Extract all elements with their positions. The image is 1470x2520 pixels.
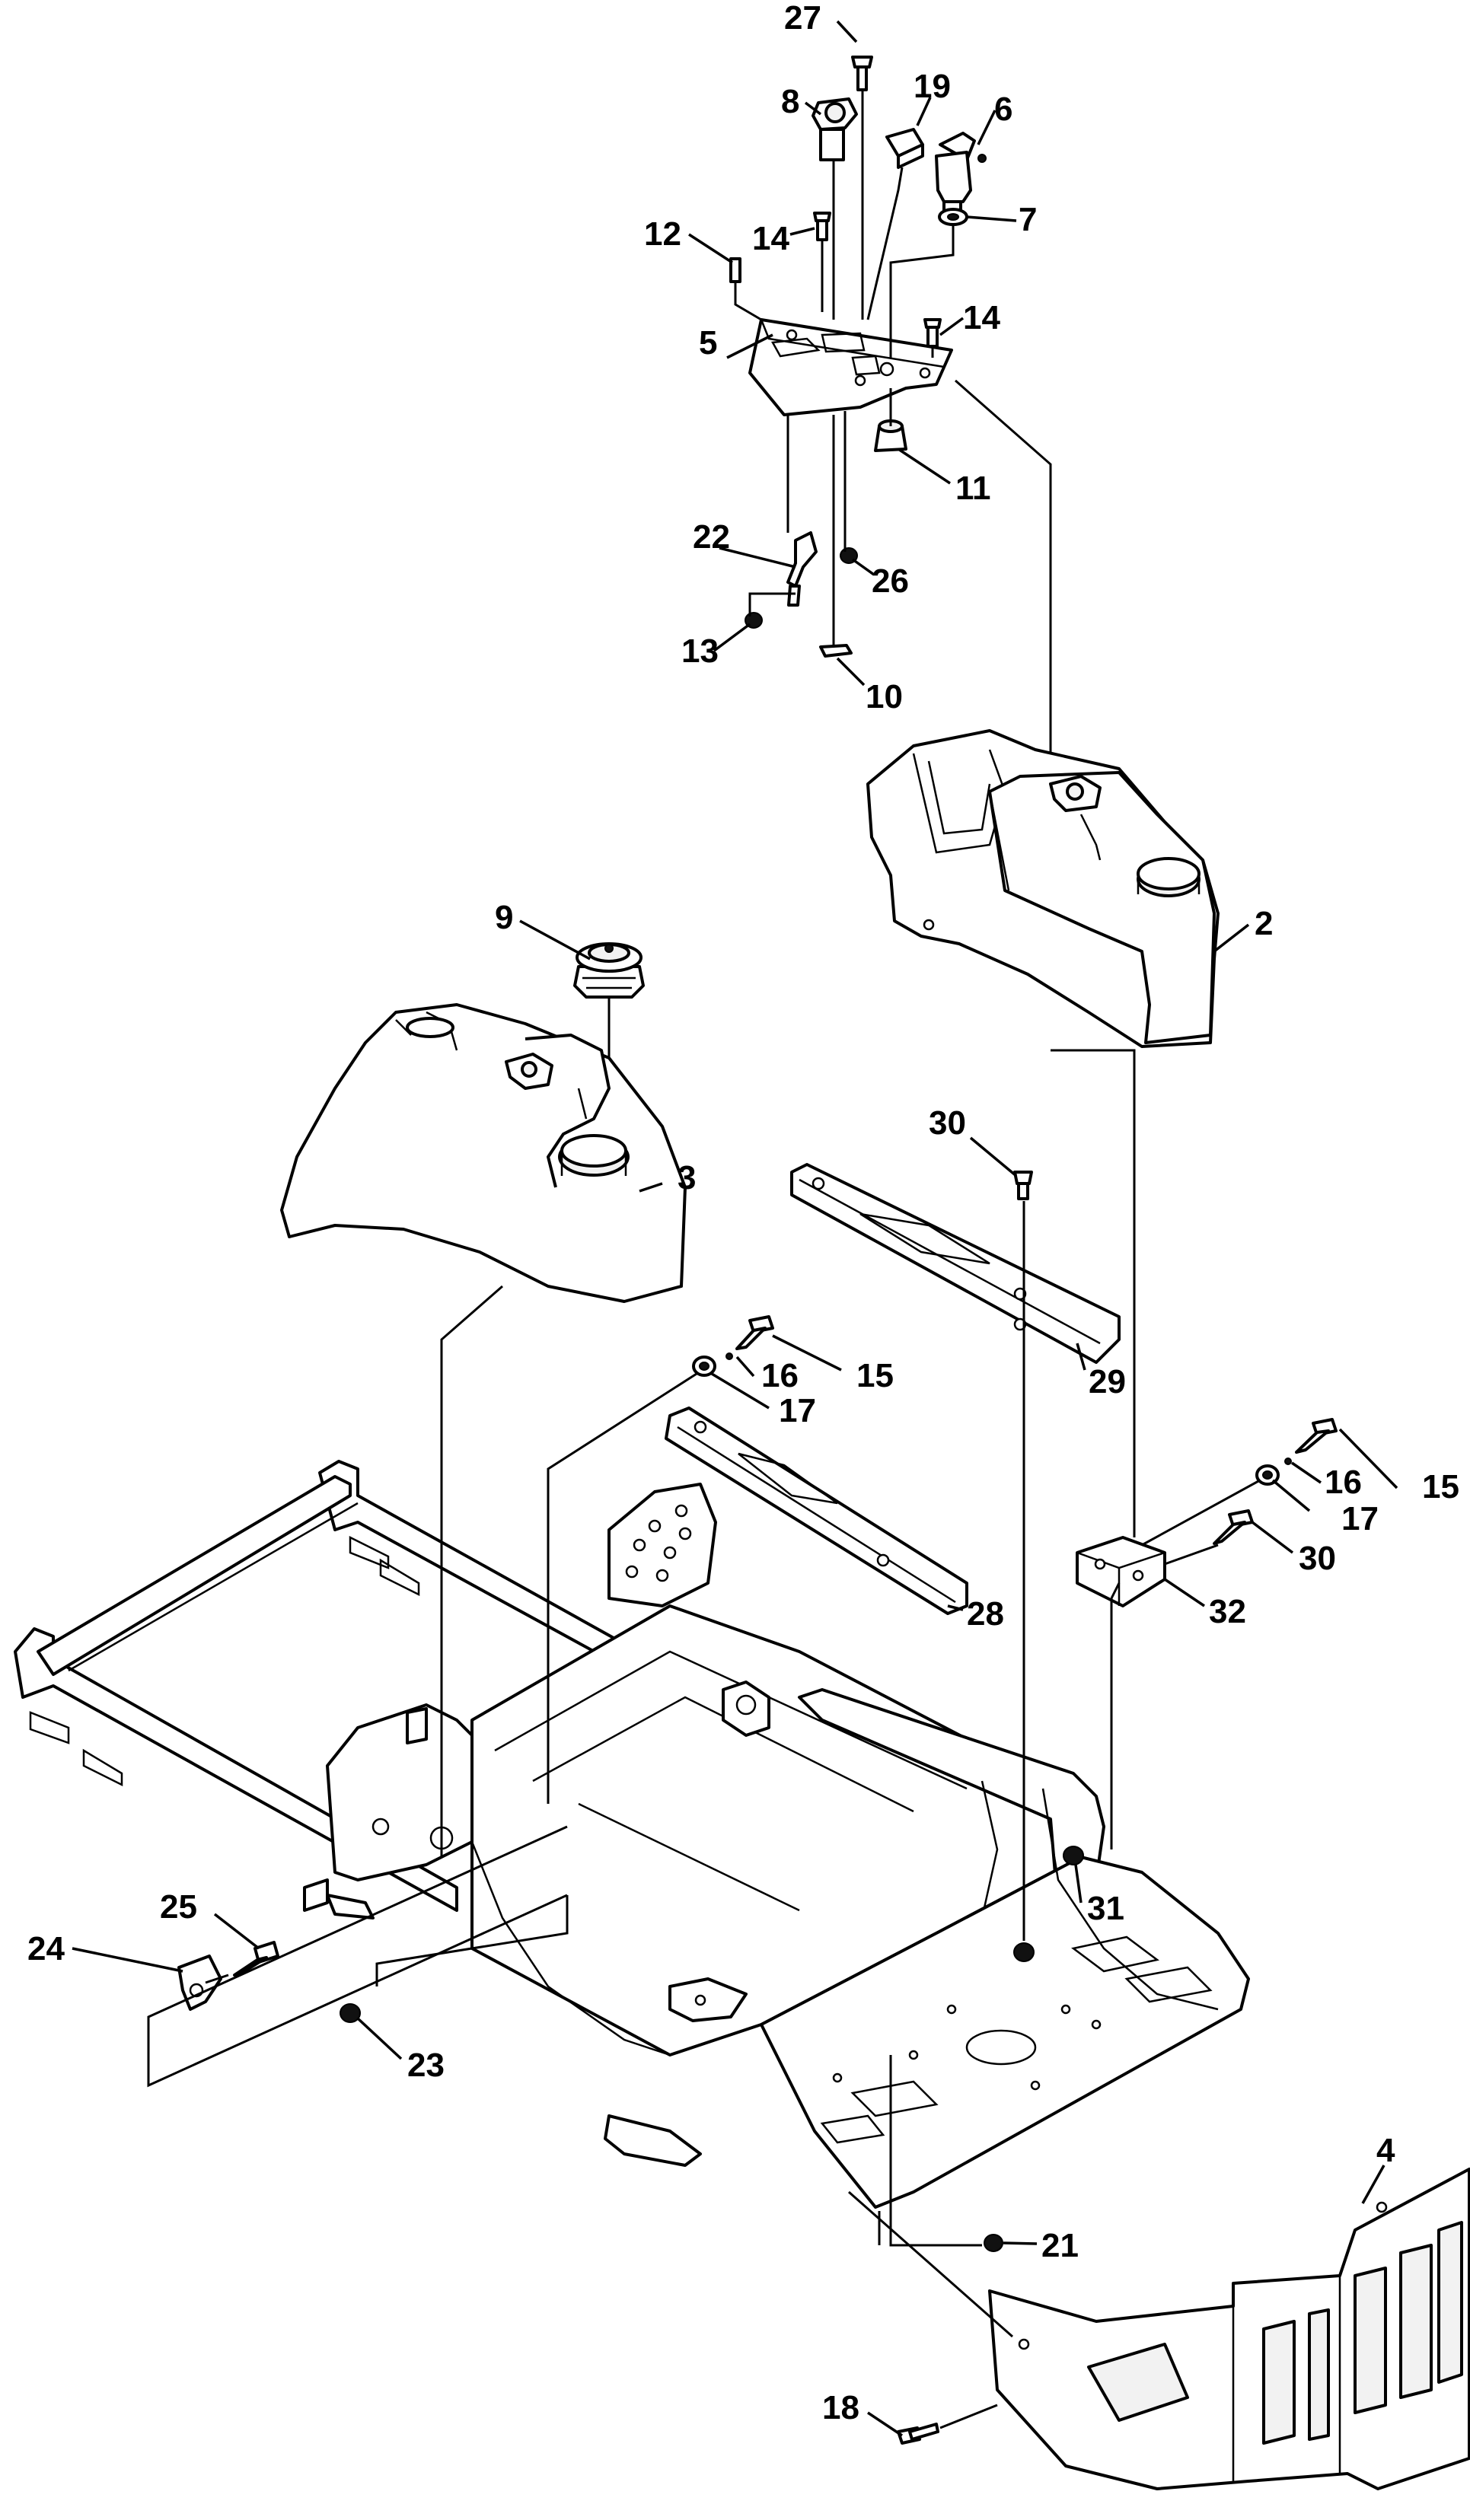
- bushing-part-11: [874, 419, 907, 452]
- cross-brace-part-29: [790, 1163, 1121, 1364]
- callout-30-top: 30: [929, 1104, 966, 1142]
- callout-15-right: 15: [1422, 1468, 1459, 1505]
- washer-part-16-right: [1284, 1458, 1292, 1465]
- screw-part-14-b: [923, 318, 942, 348]
- callout-11: 11: [955, 470, 991, 507]
- callout-8: 8: [781, 83, 799, 120]
- callout-6: 6: [994, 91, 1012, 128]
- callout-21: 21: [1041, 2227, 1079, 2264]
- callout-24: 24: [27, 1930, 65, 1967]
- callout-18: 18: [822, 2389, 859, 2426]
- callout-10: 10: [866, 678, 903, 715]
- cross-brace-part-28: [665, 1407, 968, 1615]
- washer-part-17-left: [692, 1356, 716, 1377]
- callout-32: 32: [1209, 1593, 1246, 1630]
- bolt-part-15-left: [735, 1315, 774, 1350]
- nut-part-31-lower: [1013, 1942, 1035, 1962]
- callout-12: 12: [644, 215, 681, 253]
- bolt-part-18: [897, 2423, 939, 2445]
- washer-part-16-left: [725, 1352, 733, 1360]
- fuel-tank-part-2: [866, 729, 1220, 1048]
- fuel-tank-part-3: [280, 1003, 687, 1303]
- nut-part-23: [340, 2003, 361, 2023]
- callout-23: 23: [407, 2047, 445, 2084]
- callout-2: 2: [1255, 905, 1273, 942]
- washer-part-17-right: [1255, 1464, 1280, 1486]
- plug-part-19: [885, 128, 924, 169]
- callout-22: 22: [693, 518, 730, 556]
- assembly-lines-lower: [147, 1049, 1261, 2429]
- screw-part-27: [851, 56, 873, 91]
- clip-part-10: [819, 644, 853, 658]
- callout-leaders: [72, 20, 1398, 2437]
- callout-13: 13: [681, 632, 719, 670]
- nut-part-7: [938, 208, 968, 226]
- front-shield-part-4: [988, 2168, 1470, 2490]
- callout-29: 29: [1089, 1363, 1126, 1400]
- callout-15-left: 15: [856, 1357, 894, 1394]
- ignition-switch-part-6: [935, 132, 987, 215]
- control-panel-part-5: [748, 318, 953, 416]
- bolt-part-25: [233, 1941, 279, 1977]
- callout-30-right: 30: [1299, 1540, 1336, 1577]
- callout-14-b: 14: [963, 299, 1000, 336]
- callout-4: 4: [1376, 2132, 1395, 2169]
- callout-17-right: 17: [1341, 1500, 1379, 1537]
- callout-3: 3: [678, 1159, 696, 1196]
- callout-31: 31: [1087, 1890, 1124, 1927]
- callout-labels: 27 8 19 6 7 12 14 14 5 11 22 26 13 10 2 …: [27, 0, 1459, 2426]
- bolt-part-15-right: [1295, 1418, 1338, 1454]
- bolt-part-30-top: [1013, 1171, 1033, 1200]
- callout-17-left: 17: [779, 1392, 816, 1429]
- callout-5: 5: [699, 324, 717, 362]
- callout-19: 19: [914, 68, 951, 105]
- callout-14-a: 14: [752, 220, 789, 257]
- screw-part-14-a: [813, 212, 831, 241]
- nut-part-21: [984, 2234, 1003, 2252]
- fuel-cap-part-9: [573, 942, 645, 999]
- callout-27: 27: [784, 0, 821, 37]
- main-frame: [14, 1460, 1250, 2209]
- bolt-part-30-right: [1213, 1509, 1254, 1545]
- switch-part-8: [812, 97, 858, 161]
- nut-part-31-upper: [1063, 1846, 1084, 1865]
- callout-25: 25: [160, 1888, 197, 1926]
- bracket-part-32: [1076, 1536, 1166, 1607]
- callout-16-right: 16: [1325, 1464, 1362, 1501]
- callout-16-left: 16: [761, 1357, 799, 1394]
- callout-26: 26: [872, 562, 909, 600]
- callout-7: 7: [1019, 201, 1037, 238]
- callout-9: 9: [495, 899, 513, 936]
- callout-28: 28: [967, 1595, 1004, 1633]
